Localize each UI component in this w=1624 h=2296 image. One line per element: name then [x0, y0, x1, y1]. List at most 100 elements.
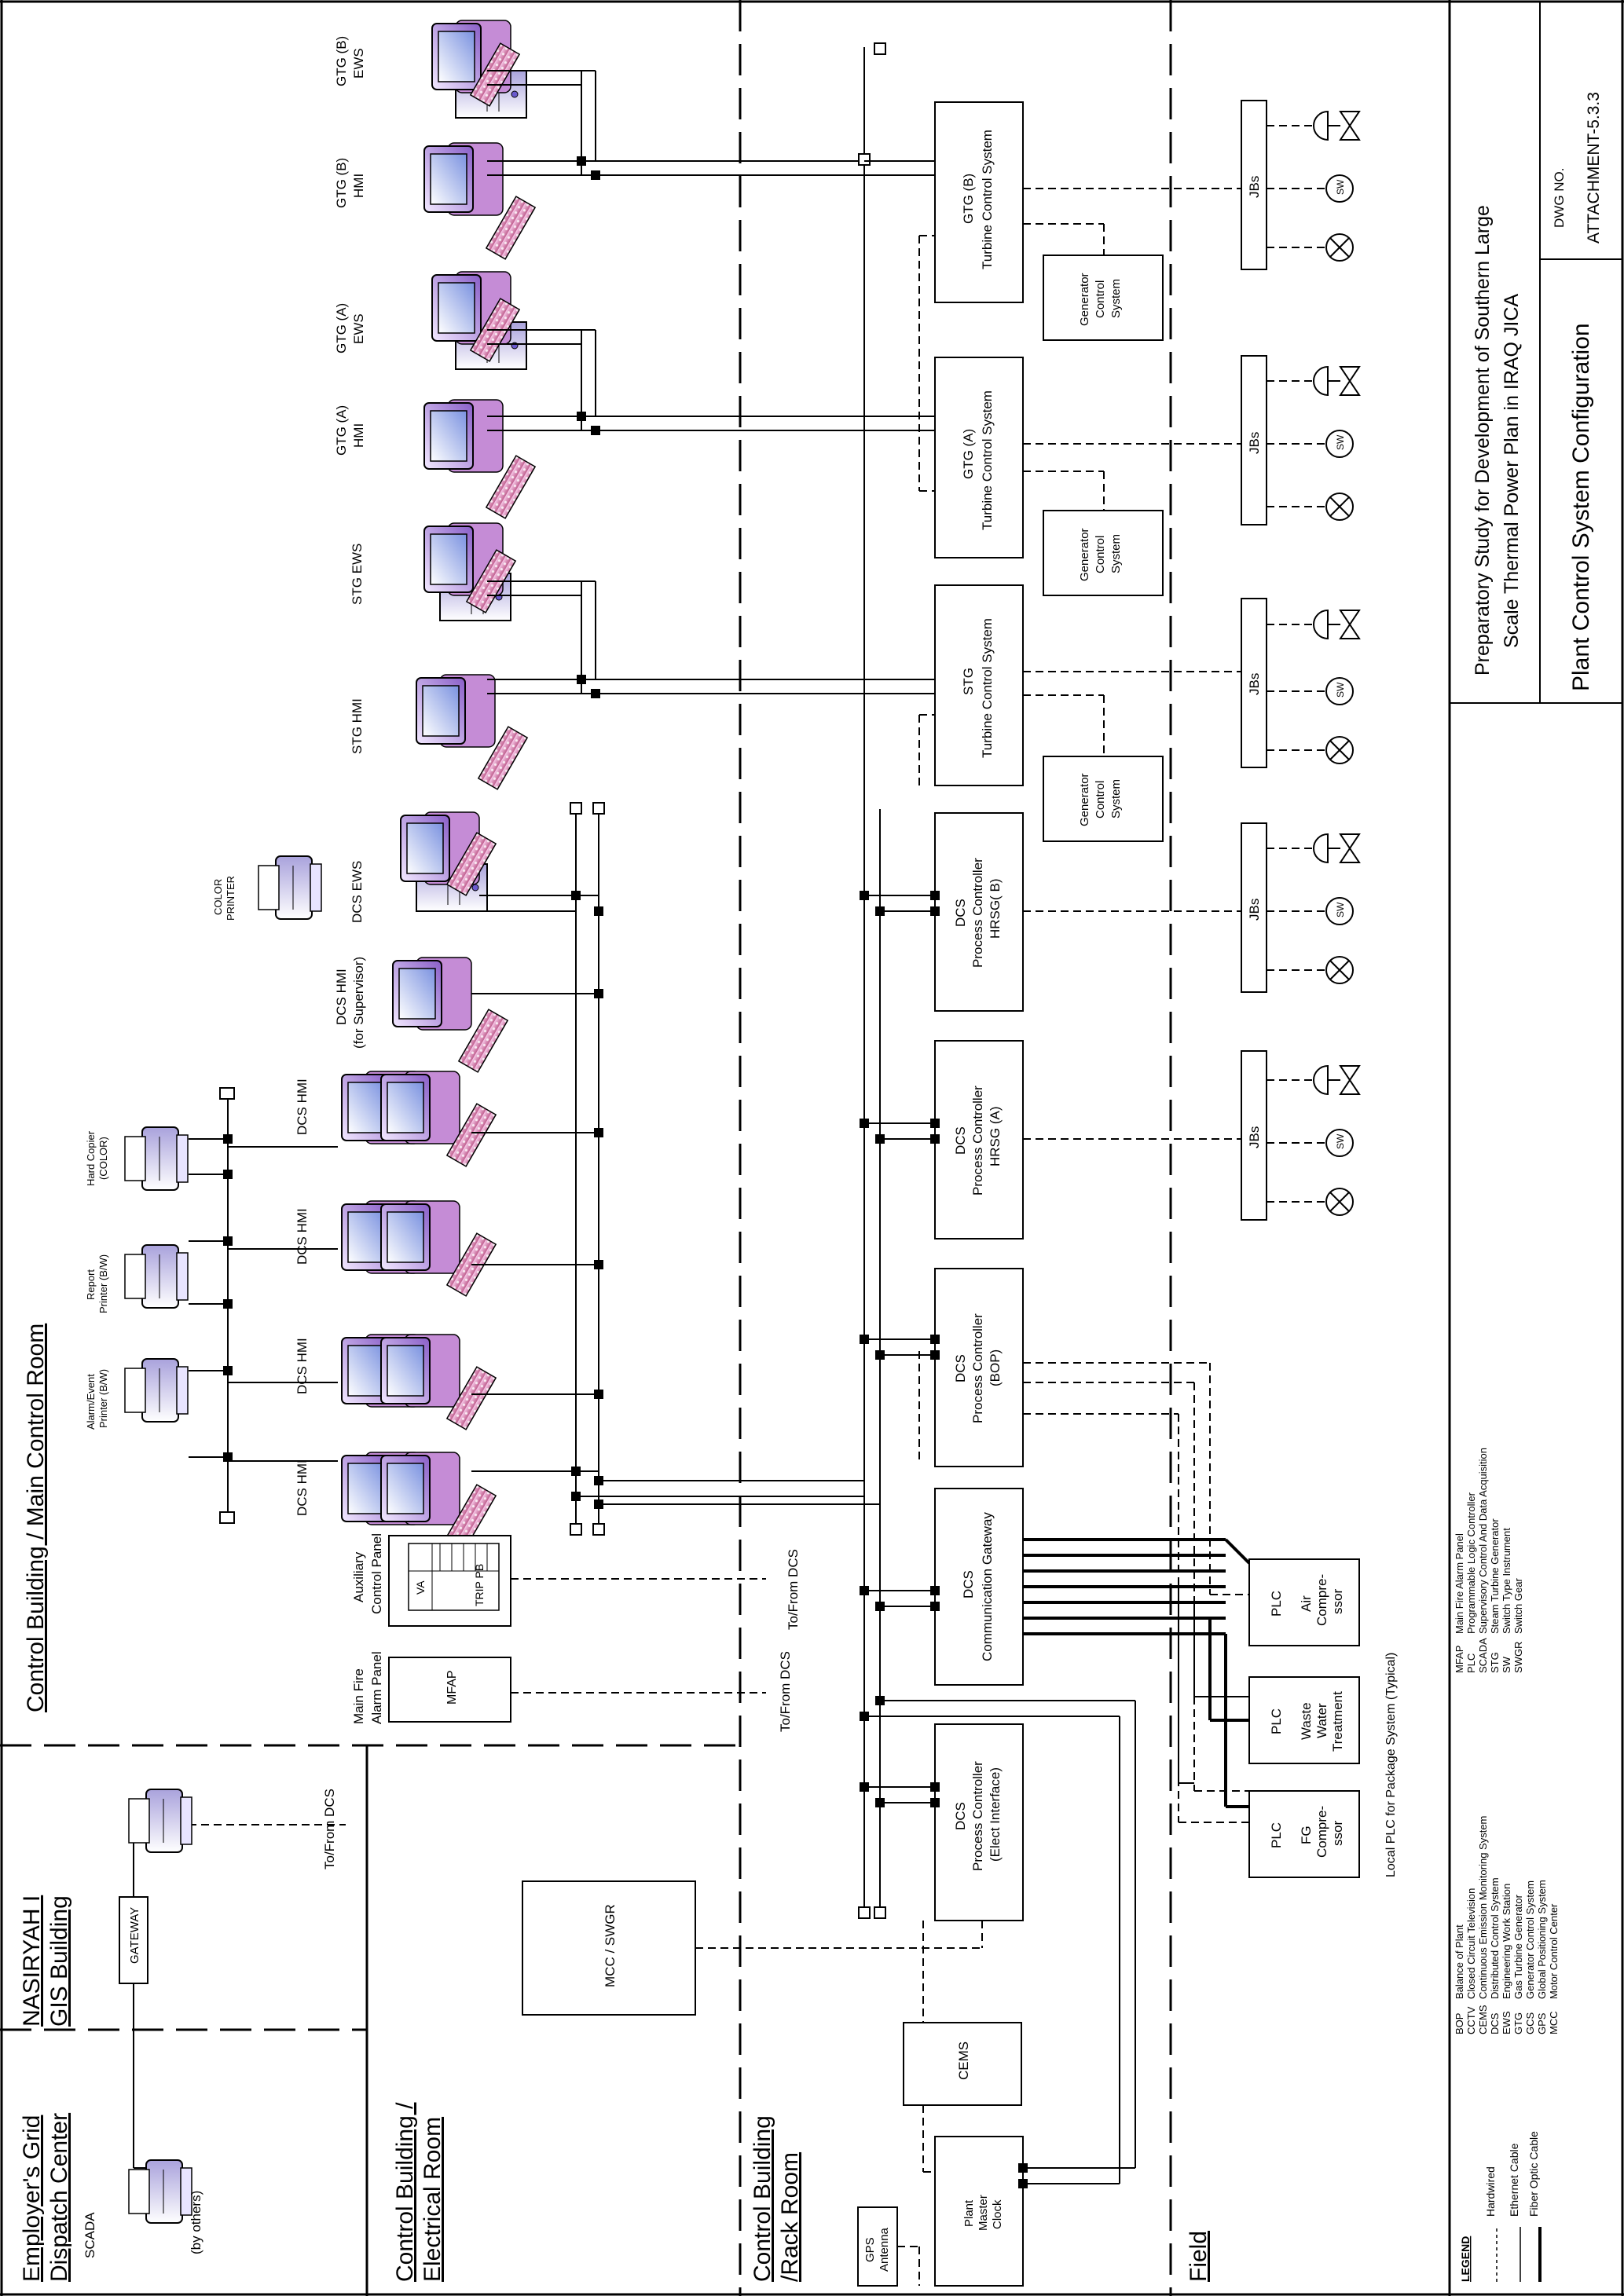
lamp-icon — [1325, 736, 1354, 764]
workstations: GTG (B) EWS GTG (B) HMI GTG (A) EWS GTG … — [85, 20, 536, 1548]
alarm-printer[interactable] — [124, 1358, 189, 1423]
gtgb-ews[interactable] — [431, 20, 527, 119]
rack-nodes — [860, 891, 1028, 2188]
mcc-swgr-box[interactable] — [522, 1880, 696, 2016]
gtga-ews-label-2: EWS — [351, 313, 366, 344]
stg-hmi-label: STG HMI — [350, 698, 365, 754]
abbr_left-abbr: CCTV — [1465, 2006, 1477, 2034]
fiber-cables — [1023, 1538, 1251, 1808]
dcs-hmi-console-3[interactable] — [341, 1334, 497, 1430]
title-texts: Preparatory Study for Development of Sou… — [1472, 92, 1603, 691]
cems-label: CEMS — [956, 2041, 971, 2080]
sw-icon — [1325, 1129, 1354, 1157]
lamp-icon — [1325, 233, 1354, 262]
aux-control-panel[interactable] — [388, 1535, 511, 1627]
abbr_left-abbr: DCS — [1489, 2012, 1501, 2034]
abbr_right-abbr: SW — [1501, 1656, 1512, 1673]
jb-label-4: JBs — [1247, 899, 1262, 921]
alarm-printer-label-2: Printer (B/W) — [97, 1369, 109, 1428]
gateway-box[interactable] — [119, 1896, 148, 1984]
nasiryah-workstation[interactable] — [128, 1789, 192, 1853]
report-printer[interactable] — [124, 1244, 189, 1309]
abbr_left-abbr: MCC — [1548, 2011, 1560, 2034]
abbr_left-desc: Distributed Control System — [1489, 1877, 1501, 1999]
sw-icon — [1325, 897, 1354, 925]
abbr_left-abbr: GCS — [1524, 2012, 1536, 2035]
nasiryah-title-2: GIS Building — [46, 1895, 72, 2027]
gen-ctrl-a-label-2: Control — [1094, 536, 1107, 573]
gtgb-tcs-label-2: Turbine Control System — [980, 130, 995, 269]
stg-ews[interactable] — [423, 522, 516, 621]
ww-label-2: Water — [1314, 1703, 1329, 1738]
rack-labels: GTG (B) Turbine Control System Generator… — [863, 130, 1123, 2272]
ww-label-3: Treatment — [1330, 1691, 1345, 1752]
to-from-dcs-label-3: To/From DCS — [322, 1789, 337, 1869]
jb-label-3: JBs — [1247, 673, 1262, 695]
abbr_left-abbr: BOP — [1454, 2013, 1465, 2034]
sw-label-1: SW — [1335, 179, 1346, 195]
legend-item-ethernet: Ethernet Cable — [1508, 2143, 1520, 2217]
gtga-ews-label-1: GTG (A) — [334, 303, 349, 353]
color-printer[interactable] — [258, 855, 322, 920]
gen-ctrl-b-label-1: Generator — [1078, 273, 1091, 326]
dcs-hrsga-label-3: HRSG (A) — [988, 1107, 1003, 1167]
gtga-hmi[interactable] — [423, 399, 536, 519]
rack-boxes[interactable] — [857, 101, 1164, 2287]
dcs-hrsga-label-1: DCS — [953, 1126, 968, 1155]
study-title-2: Scale Thermal Power Plan in IRAQ JICA — [1501, 294, 1523, 648]
abbr_left-desc: Gas Turbine Generator — [1512, 1894, 1524, 1999]
dcs-ews[interactable] — [400, 811, 497, 912]
jb-label-5: JBs — [1247, 1126, 1262, 1148]
legend-title: LEGEND — [1459, 2236, 1472, 2282]
gtga-hmi-label-1: GTG (A) — [334, 405, 349, 456]
dcs-hmi-console-1[interactable] — [341, 1071, 497, 1167]
abbr_left-desc: Generator Control System — [1524, 1880, 1536, 1999]
to-from-dcs-label-2: To/From DCS — [778, 1651, 793, 1732]
plc-ww-label: PLC — [1269, 1708, 1284, 1734]
dcs-hrsgb-label-1: DCS — [953, 899, 968, 927]
clock-label-3: Clock — [991, 2199, 1004, 2229]
aux-panel-label-1: Auxiliary — [351, 1551, 366, 1602]
gen-ctrl-stg-label-3: System — [1109, 779, 1123, 818]
abbr_right-abbr: SWGR — [1512, 1642, 1524, 1673]
lamp-icon — [1325, 493, 1354, 521]
dcs-hrsgb-label-3: HRSG( B) — [988, 879, 1003, 939]
abbr_left-desc: Global Positioning System — [1536, 1880, 1548, 1999]
stg-hmi[interactable] — [416, 674, 528, 790]
dcs-hmi-console-4[interactable] — [341, 1452, 497, 1548]
hard-copier-label-1: Hard Copier — [85, 1130, 97, 1186]
sw-label-3: SW — [1335, 682, 1346, 698]
scada-workstation[interactable] — [128, 2159, 192, 2224]
stg-ews-label: STG EWS — [350, 544, 365, 605]
clock-label-2: Master — [977, 2195, 990, 2231]
valve-icon — [1313, 610, 1360, 639]
employer-title-2: Dispatch Center — [46, 2113, 72, 2282]
gtga-ews[interactable] — [431, 271, 527, 370]
section-titles: Control Building / Main Control Room Con… — [19, 1324, 1212, 2282]
abbr_right-abbr: SCADA — [1477, 1638, 1489, 1673]
mfap-label: MFAP — [445, 1670, 459, 1705]
hard-copier[interactable] — [124, 1126, 189, 1191]
to-from-dcs-links — [189, 1578, 982, 1949]
junction-boxes[interactable] — [1241, 100, 1267, 1221]
gtgb-ews-label-2: EWS — [351, 48, 366, 79]
jb-label-2: JBs — [1247, 432, 1262, 454]
gps-label-1: GPS — [863, 2237, 877, 2262]
air-label-1: Air — [1299, 1595, 1314, 1612]
stg-tcs-label-2: Turbine Control System — [980, 618, 995, 758]
mfap-panel[interactable] — [388, 1657, 511, 1723]
drawing-title: Plant Control System Configuration — [1568, 323, 1594, 691]
sw-labels: SW SW SW SW SW — [1335, 179, 1346, 1149]
abbr_right-desc: Steam Turbine Generator — [1489, 1518, 1501, 1634]
mfap-panel-label-2: Alarm Panel — [369, 1651, 384, 1724]
valve-icon — [1313, 833, 1360, 863]
hard-copier-label-2: (COLOR) — [97, 1137, 109, 1180]
plc-boxes[interactable] — [1248, 1558, 1360, 1878]
rack-room-title-2: /Rack Room — [777, 2152, 803, 2282]
electrical-room-title-1: Control Building / — [392, 2102, 418, 2282]
abbr_right-abbr: MFAP — [1454, 1646, 1465, 1673]
abbr_right-desc: Main Fire Alarm Panel — [1454, 1533, 1465, 1634]
dcs-hmi-supervisor[interactable] — [392, 957, 508, 1073]
dcs-hmi-console-2[interactable] — [341, 1200, 497, 1297]
